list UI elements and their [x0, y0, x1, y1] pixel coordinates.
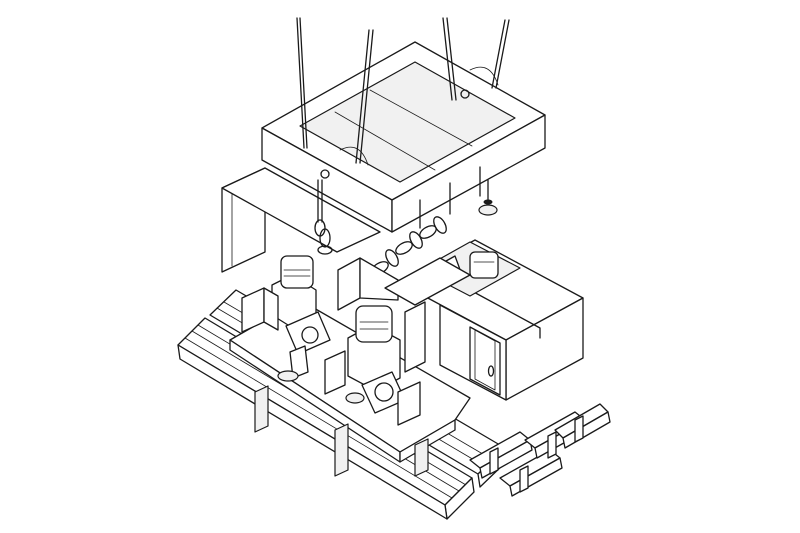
rail-sleepers	[469, 403, 611, 497]
beam-pin-left	[320, 169, 330, 179]
beam-pin-right	[460, 89, 470, 99]
lifting-beam	[261, 41, 546, 233]
door-handle	[487, 365, 495, 377]
motor-left-cap	[280, 255, 314, 289]
motor-center-cap	[355, 305, 393, 343]
hoist-ropes	[296, 17, 510, 164]
foot-left	[277, 370, 299, 382]
center-frame	[337, 257, 471, 311]
rail-ends	[489, 415, 584, 493]
right-motor-cap	[469, 251, 499, 279]
left-housing	[221, 167, 381, 273]
motor-left	[241, 255, 331, 382]
hanger-links	[314, 179, 498, 237]
foot-center	[345, 392, 365, 404]
motor-center	[324, 301, 426, 426]
